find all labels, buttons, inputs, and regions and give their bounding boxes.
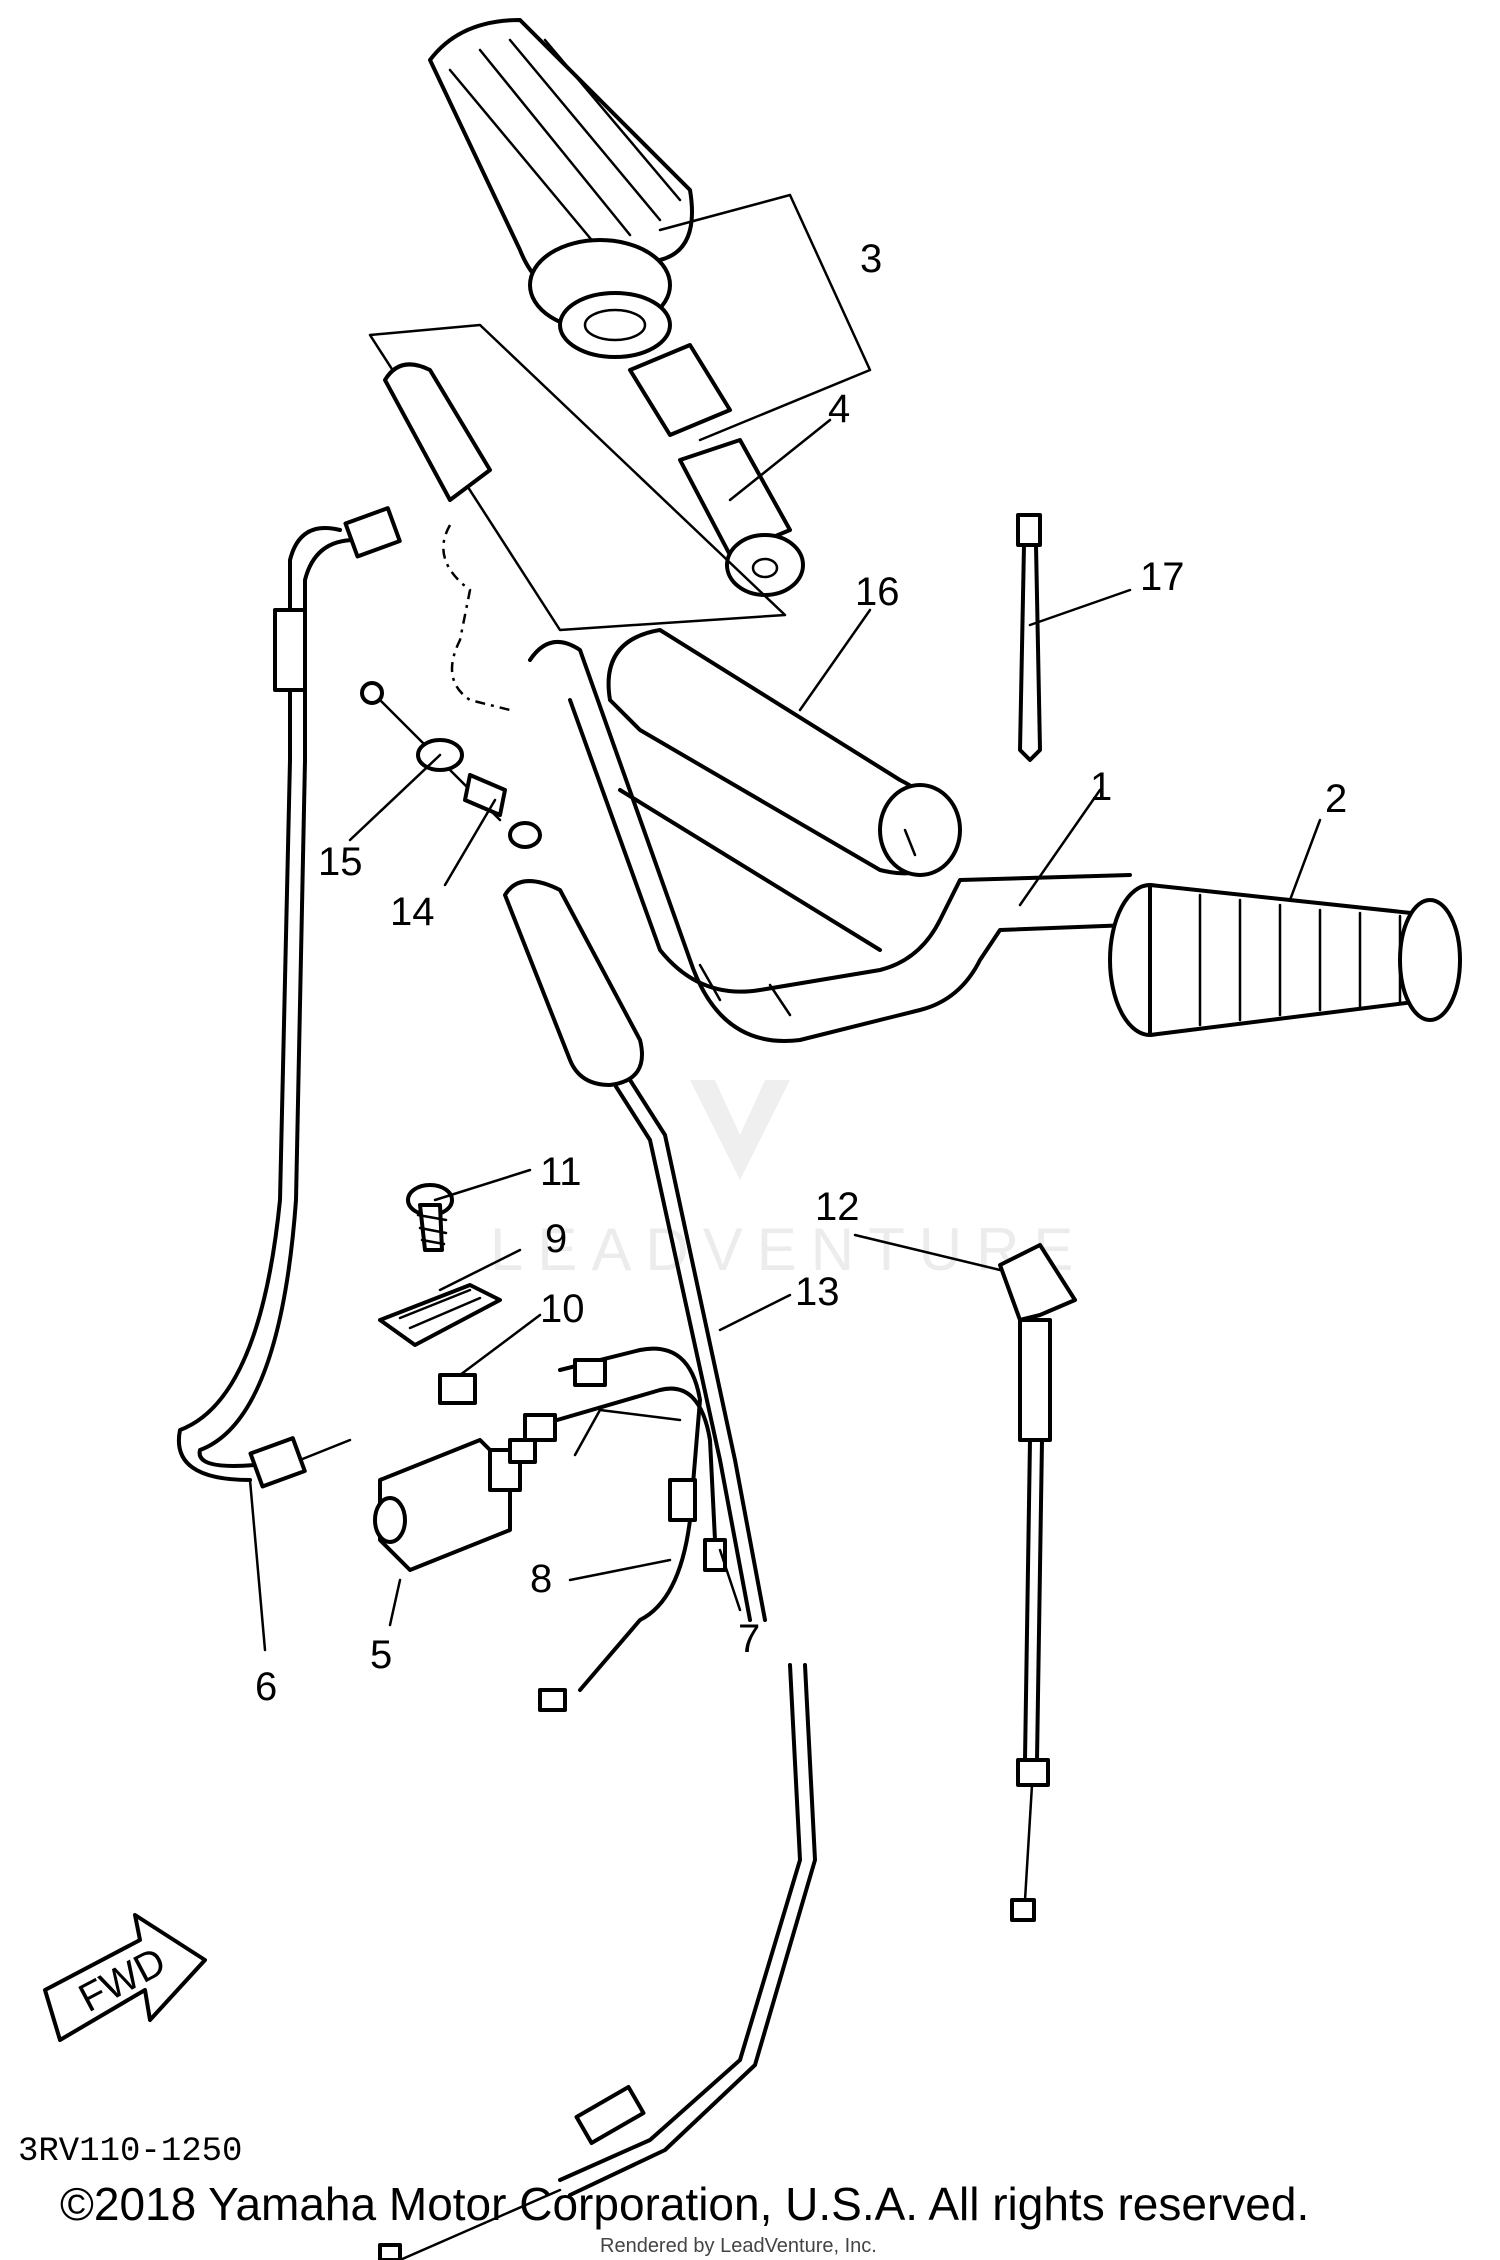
cable-tie — [1016, 513, 1042, 762]
callout-3: 3 — [860, 237, 882, 281]
callout-2: 2 — [1325, 777, 1347, 821]
watermark: LEADVENTURE — [490, 1080, 1087, 1283]
switch-assembly — [373, 1346, 727, 1712]
copyright-text: ©2018 Yamaha Motor Corporation, U.S.A. A… — [60, 2178, 1309, 2230]
callout-9: 9 — [545, 1217, 567, 1261]
handlebar-pad — [606, 628, 962, 877]
callout-13: 13 — [795, 1270, 840, 1314]
choke-parts — [360, 681, 542, 849]
callout-6: 6 — [255, 1665, 277, 1709]
handlebar — [528, 640, 1132, 1043]
brake-cable — [998, 1243, 1077, 1922]
callout-4: 4 — [828, 387, 850, 431]
callout-17: 17 — [1140, 555, 1185, 599]
callout-14: 14 — [390, 890, 435, 934]
callout-12: 12 — [815, 1185, 860, 1229]
diagram-code: 3RV110-1250 — [18, 2133, 242, 2171]
callout-15: 15 — [318, 840, 363, 884]
throttle-cable — [176, 506, 402, 1489]
callout-1: 1 — [1090, 765, 1112, 809]
callout-8: 8 — [530, 1557, 552, 1601]
callout-labels: 1 2 3 4 5 6 7 8 9 10 11 12 13 14 15 16 1… — [255, 237, 1347, 1709]
callout-5: 5 — [370, 1633, 392, 1677]
rendered-by-text: Rendered by LeadVenture, Inc. — [600, 2235, 877, 2257]
callout-16: 16 — [855, 570, 900, 614]
callout-11: 11 — [540, 1150, 582, 1194]
callout-10: 10 — [540, 1287, 585, 1331]
clutch-cable — [378, 879, 817, 2260]
fwd-arrow-icon: FWD — [43, 1913, 207, 2042]
small-hardware — [378, 1183, 502, 1405]
watermark-text: LEADVENTURE — [490, 1216, 1087, 1283]
callout-7: 7 — [738, 1617, 760, 1661]
leader-lines — [248, 193, 1322, 1652]
guide-lines — [368, 323, 787, 712]
right-grip — [1108, 883, 1462, 1037]
left-grip — [428, 18, 805, 597]
